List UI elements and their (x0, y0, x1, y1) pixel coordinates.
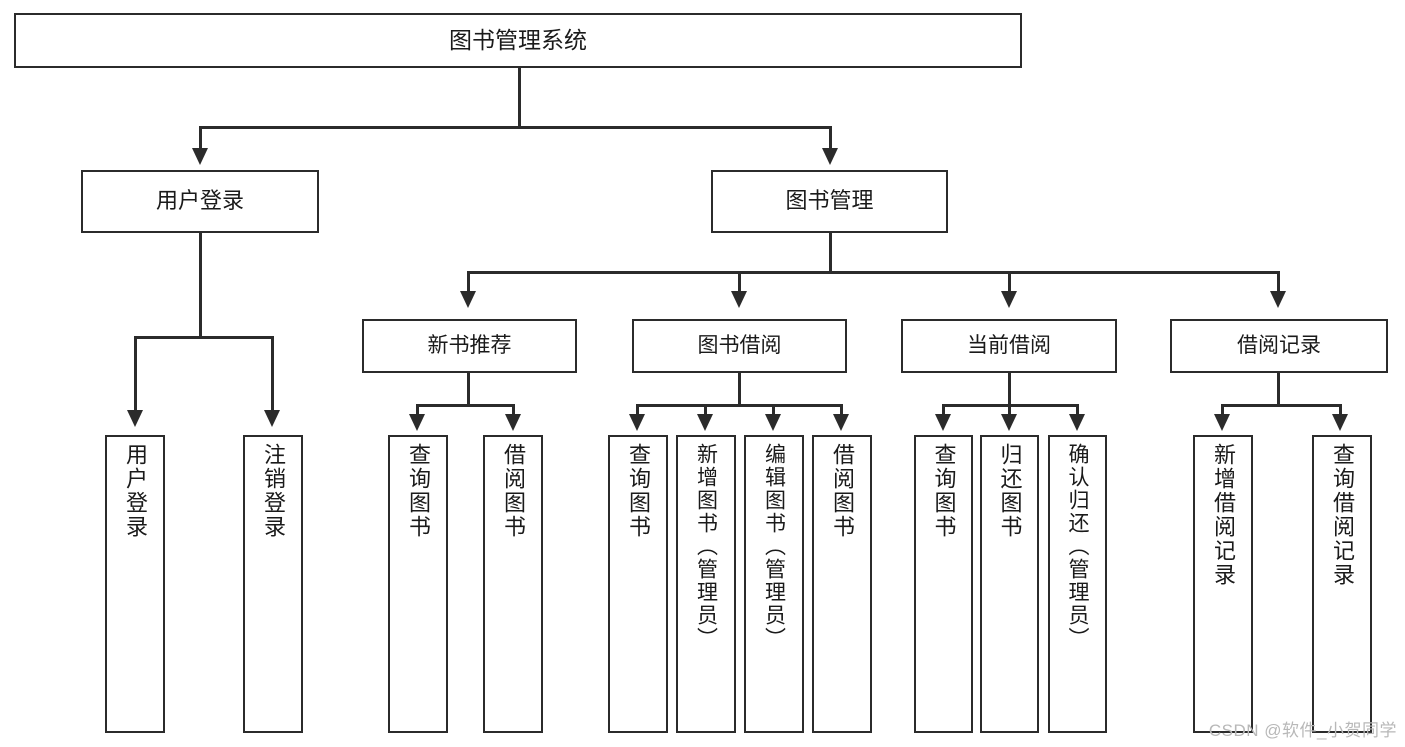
connector-borrow-record-child-1 (1221, 404, 1224, 415)
node-label: 借阅图书 (830, 443, 855, 539)
connector-current-borrow-stem (1008, 373, 1011, 406)
leaf-user-logout[interactable]: 注销登录 (243, 435, 303, 733)
connector-root-stem (518, 68, 521, 126)
connector-root-to-user-login (199, 126, 202, 150)
connector-book-borrow-child-4 (840, 404, 843, 415)
connector-book-manage-child-2 (738, 271, 741, 293)
arrowhead-icon (1001, 291, 1017, 308)
connector-user-login-bus (134, 336, 273, 339)
arrowhead-icon (833, 414, 849, 431)
watermark: CSDN @软件_小贺同学 (1208, 721, 1397, 740)
connector-current-borrow-child-2 (1008, 404, 1011, 415)
node-label: 注销登录 (261, 443, 286, 539)
connector-user-login-child-2 (271, 336, 274, 412)
leaf-query-book-current[interactable]: 查询图书 (914, 435, 973, 733)
node-book-borrow[interactable]: 图书借阅 (632, 319, 847, 373)
leaf-borrow-book-recommend[interactable]: 借阅图书 (483, 435, 543, 733)
arrowhead-icon (731, 291, 747, 308)
node-borrow-record[interactable]: 借阅记录 (1170, 319, 1388, 373)
connector-book-manage-child-3 (1008, 271, 1011, 293)
node-label: 当前借阅 (967, 334, 1051, 358)
leaf-query-book[interactable]: 查询图书 (608, 435, 668, 733)
connector-borrow-record-child-2 (1339, 404, 1342, 415)
leaf-user-login[interactable]: 用户登录 (105, 435, 165, 733)
connector-new-book-stem (467, 373, 470, 406)
node-book-management[interactable]: 图书管理 (711, 170, 948, 233)
node-label: 归还图书 (997, 443, 1023, 539)
leaf-query-book-recommend[interactable]: 查询图书 (388, 435, 448, 733)
arrowhead-icon (629, 414, 645, 431)
node-label: 查询图书 (406, 443, 431, 539)
connector-book-manage-bus (467, 271, 1280, 274)
node-label: 图书管理 (785, 188, 874, 214)
connector-current-borrow-child-3 (1076, 404, 1079, 415)
connector-book-borrow-bus (636, 404, 843, 407)
leaf-return-book[interactable]: 归还图书 (980, 435, 1039, 733)
connector-book-borrow-child-1 (636, 404, 639, 415)
node-new-book-recommend[interactable]: 新书推荐 (362, 319, 577, 373)
leaf-query-borrow-record[interactable]: 查询借阅记录 (1312, 435, 1372, 733)
leaf-borrow-book[interactable]: 借阅图书 (812, 435, 872, 733)
arrowhead-icon (1270, 291, 1286, 308)
arrowhead-icon (697, 414, 713, 431)
connector-book-manage-child-4 (1277, 271, 1280, 293)
connector-current-borrow-child-1 (942, 404, 945, 415)
arrowhead-icon (460, 291, 476, 308)
node-label: 用户登录 (123, 443, 148, 539)
arrowhead-icon (127, 410, 143, 427)
node-user-login[interactable]: 用户登录 (81, 170, 319, 233)
node-label: 用户登录 (155, 188, 244, 214)
node-label: 新增图书（管理员） (694, 443, 718, 650)
arrowhead-icon (1332, 414, 1348, 431)
node-label: 图书借阅 (697, 334, 782, 358)
arrowhead-icon (192, 148, 208, 165)
node-label: 查询借阅记录 (1330, 443, 1355, 587)
leaf-add-book-admin[interactable]: 新增图书（管理员） (676, 435, 736, 733)
node-label: 新书推荐 (427, 334, 512, 358)
connector-book-borrow-child-2 (704, 404, 707, 415)
node-label: 图书管理系统 (449, 26, 587, 53)
arrowhead-icon (765, 414, 781, 431)
arrowhead-icon (1001, 414, 1017, 431)
connector-user-login-child-1 (134, 336, 137, 412)
node-label: 借阅记录 (1237, 334, 1321, 358)
node-label: 确认归还（管理员） (1066, 443, 1089, 650)
connector-book-borrow-stem (738, 373, 741, 406)
node-root-system[interactable]: 图书管理系统 (14, 13, 1022, 68)
arrowhead-icon (935, 414, 951, 431)
connector-new-book-bus (416, 404, 515, 407)
connector-root-bus (199, 126, 831, 129)
connector-user-login-stem (199, 233, 202, 336)
arrowhead-icon (264, 410, 280, 427)
leaf-edit-book-admin[interactable]: 编辑图书（管理员） (744, 435, 804, 733)
arrowhead-icon (822, 148, 838, 165)
arrowhead-icon (409, 414, 425, 431)
arrowhead-icon (1214, 414, 1230, 431)
connector-borrow-record-bus (1221, 404, 1342, 407)
connector-book-manage-stem (829, 233, 832, 273)
connector-new-book-child-1 (416, 404, 419, 415)
leaf-confirm-return-admin[interactable]: 确认归还（管理员） (1048, 435, 1107, 733)
node-label: 借阅图书 (501, 443, 526, 539)
node-label: 编辑图书（管理员） (762, 443, 786, 650)
arrowhead-icon (505, 414, 521, 431)
connector-borrow-record-stem (1277, 373, 1280, 406)
node-label: 查询图书 (931, 443, 957, 539)
node-current-borrow[interactable]: 当前借阅 (901, 319, 1117, 373)
leaf-add-borrow-record[interactable]: 新增借阅记录 (1193, 435, 1253, 733)
connector-new-book-child-2 (512, 404, 515, 415)
arrowhead-icon (1069, 414, 1085, 431)
connector-book-manage-child-1 (467, 271, 470, 293)
node-label: 新增借阅记录 (1211, 443, 1236, 587)
node-label: 查询图书 (626, 443, 651, 539)
connector-root-to-book-manage (829, 126, 832, 150)
connector-book-borrow-child-3 (772, 404, 775, 415)
